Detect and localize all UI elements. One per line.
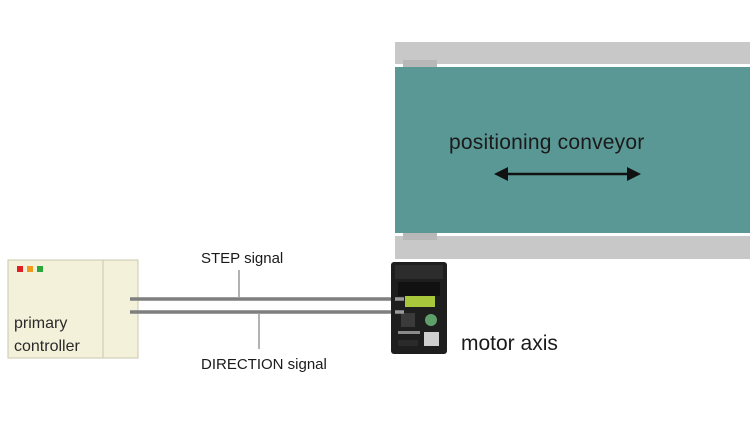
rail-bracket-top [403,60,437,68]
direction-signal-label: DIRECTION signal [201,356,327,373]
controller-box [7,259,139,359]
motor-drive [391,262,447,354]
step-signal-label: STEP signal [201,250,284,267]
led-red [17,266,23,272]
led-orange [27,266,33,272]
drive-dial [425,314,437,326]
signal-wires [130,270,400,349]
rail-bracket-bottom [403,232,437,240]
bidirectional-arrow [494,167,641,181]
drive-display [405,296,435,307]
conveyor-label: positioning conveyor [449,131,645,154]
conveyor-top-rail [395,42,750,64]
motor-axis-label: motor axis [461,332,558,355]
conveyor-bottom-rail [395,236,750,259]
led-green [37,266,43,272]
controller-label-line2: controller [14,338,80,355]
controller-label: primary controller [14,312,104,358]
controller-label-line1: primary [14,315,68,332]
conveyor-belt [395,67,750,233]
